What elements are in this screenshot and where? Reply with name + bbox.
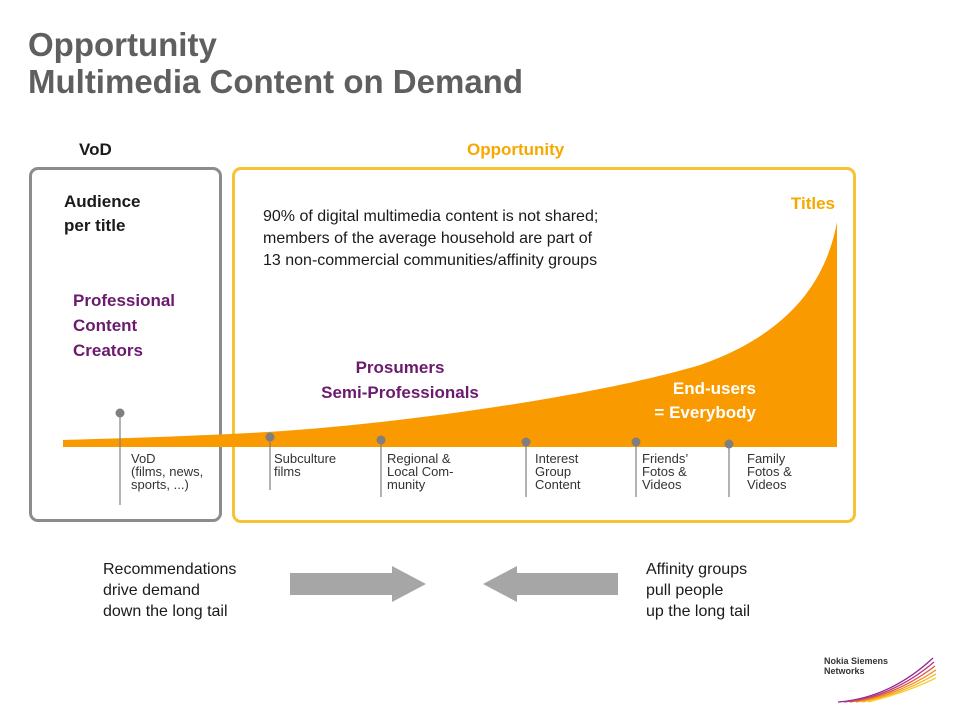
- category-label-interest: Interest Group Content: [535, 451, 581, 492]
- marker-dot-family: [724, 439, 734, 449]
- title-line-2: Multimedia Content on Demand: [28, 63, 523, 100]
- affinity-groups-text: Affinity groups pull people up the long …: [646, 561, 751, 620]
- segment-endusers: End-users = Everybody: [654, 379, 756, 422]
- title-line-1: Opportunity: [28, 26, 217, 63]
- vod-frame: [29, 167, 222, 522]
- category-label-regional: Regional & Local Com- munity: [387, 451, 454, 492]
- segment-prosumers: Prosumers Semi-Professionals: [321, 358, 479, 402]
- opportunity-frame: [232, 167, 856, 523]
- vod-section-label: VoD: [79, 140, 112, 159]
- category-markers: [119, 413, 730, 505]
- category-label-vod: VoD (films, news, sports, ...): [131, 451, 204, 492]
- recommendations-text: Recommendations drive demand down the lo…: [103, 561, 237, 620]
- marker-dot-friends: [631, 437, 641, 447]
- logo-wordmark: Nokia Siemens Networks: [824, 656, 889, 676]
- statistic-note: 90% of digital multimedia content is not…: [263, 208, 599, 269]
- logo-swoosh-icon: [837, 657, 937, 703]
- opportunity-section-label: Opportunity: [467, 140, 565, 159]
- marker-dot-regional: [376, 435, 386, 445]
- arrow-right: [290, 566, 426, 602]
- segment-professional: Professional Content Creators: [73, 291, 176, 360]
- category-label-friends: Friends’ Fotos & Videos: [642, 451, 689, 492]
- y-axis-label: Audience per title: [64, 192, 141, 235]
- category-label-family: Family Fotos & Videos: [747, 451, 792, 492]
- category-label-subculture: Subculture films: [274, 451, 337, 479]
- x-axis-label: Titles: [790, 194, 835, 213]
- company-logo: Nokia Siemens Networks: [820, 650, 938, 705]
- long-tail-area: [63, 222, 837, 447]
- marker-dot-interest: [521, 437, 531, 447]
- page-title: Opportunity Multimedia Content on Demand: [28, 26, 523, 100]
- marker-dot-vod: [115, 408, 125, 418]
- arrow-left: [483, 566, 618, 602]
- marker-dot-subculture: [265, 432, 275, 442]
